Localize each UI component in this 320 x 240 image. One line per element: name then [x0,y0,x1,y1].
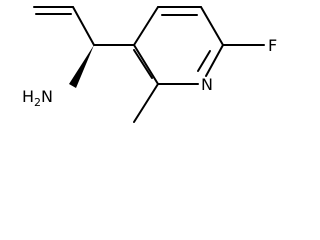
ring-bond-n-c2-inner [197,50,211,72]
amine-n: N [41,87,53,106]
ring-nitrogen-label: N [201,75,213,94]
ring-bond-c2-c3-inner [133,49,153,79]
fluorine-label: F [268,36,277,55]
methyl-bond [133,83,159,123]
ring-bond-c5-c6 [200,6,224,46]
pyridine-ring [133,6,224,85]
amine-label: H2N [22,87,53,109]
chemical-structure-diagram: H2N N F [22,6,277,123]
ring-bond-c6-n [205,44,224,77]
ring-bond-c3-c4 [133,6,159,46]
ring-bond-c2-c3-outer [133,44,159,85]
vinyl-group [33,6,95,46]
amine-h: H [22,87,34,106]
amine-subscript: 2 [34,96,41,109]
vinyl-to-chiral-bond [72,6,95,46]
stereo-wedge-bond [69,45,94,88]
